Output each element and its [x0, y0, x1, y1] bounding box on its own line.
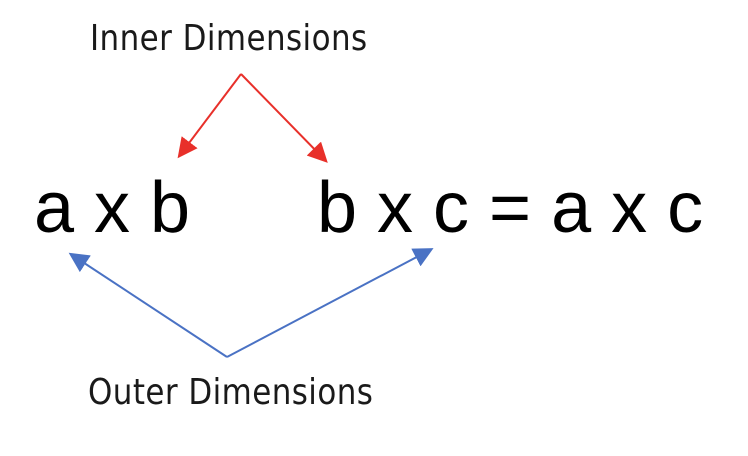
outer-dimensions-label: Outer Dimensions	[88, 372, 374, 413]
inner-arrow-to-b	[177, 73, 242, 159]
left-matrix-dimensions: a x b	[34, 168, 191, 248]
right-matrix-and-result-dimensions: b x c = a x c	[317, 168, 704, 248]
outer-arrow-to-c	[226, 248, 434, 358]
inner-arrow-to-b-second	[240, 73, 328, 163]
inner-dimensions-label: Inner Dimensions	[90, 18, 368, 59]
outer-arrow-to-a	[68, 252, 228, 358]
